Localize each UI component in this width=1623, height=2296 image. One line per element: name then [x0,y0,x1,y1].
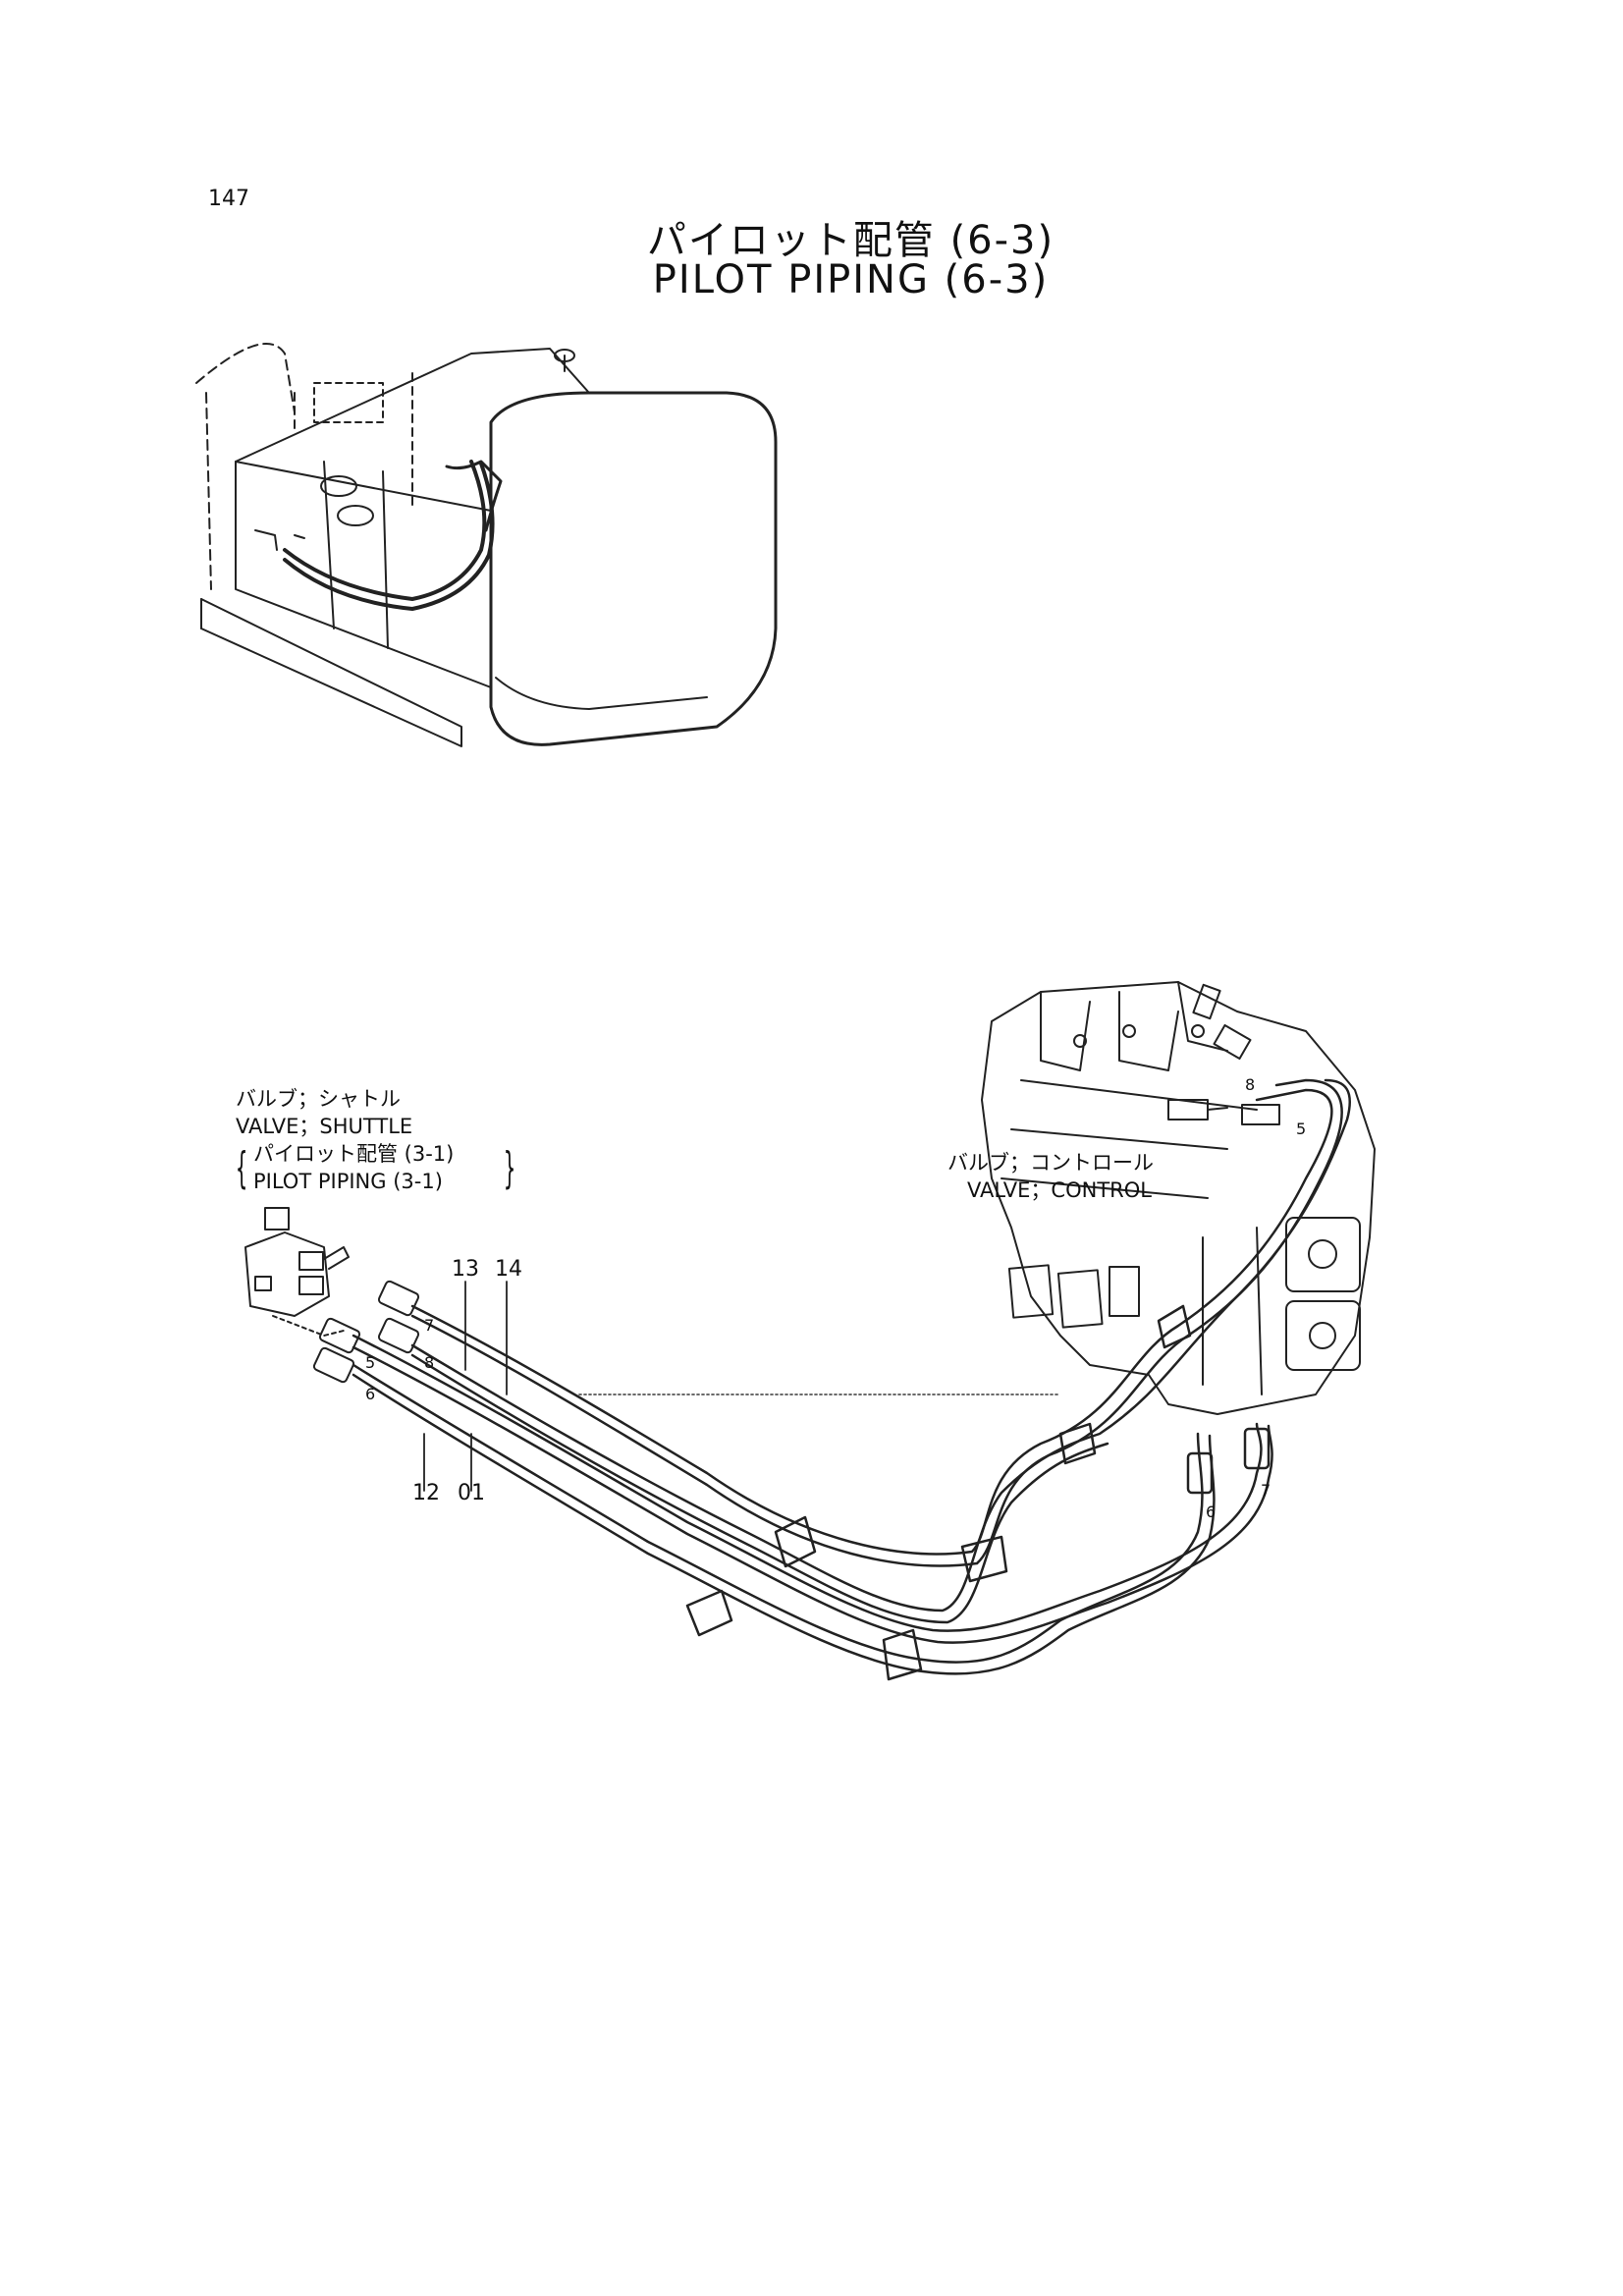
shuttle-valve-drawing [244,1207,350,1337]
port-number-left-7: 7 [424,1316,435,1335]
part-number-01: 01 [458,1481,485,1505]
page-title-jp: パイロット配管 (6-3) [646,218,1055,263]
part-number-13: 13 [452,1257,479,1282]
machine-overview-drawing [195,343,778,747]
port-number-left-8: 8 [424,1353,435,1372]
part-number-14: 14 [495,1257,522,1282]
control-valve-label-jp: バルブ；コントロール [947,1151,1154,1175]
hose-clamps [685,1304,1192,1681]
port-number-right-7: 7 [1261,1481,1271,1500]
reference-bracket-right: } [503,1143,516,1193]
shuttle-hose-fittings [312,1280,420,1384]
page-number: 147 [208,187,249,211]
reference-bracket-left: { [235,1143,248,1193]
port-number-left-6: 6 [365,1385,376,1403]
control-valve-label-en: VALVE；CONTROL [967,1178,1152,1202]
port-number-right-5: 5 [1296,1120,1307,1138]
shuttle-valve-label-en: VALVE；SHUTTLE [236,1115,413,1138]
page-title-en: PILOT PIPING (6-3) [652,257,1050,302]
part-number-12: 12 [412,1481,440,1505]
pilot-hoses [352,1078,1352,1675]
control-valve-drawing [981,981,1376,1415]
shuttle-valve-label-jp: バルブ；シャトル [236,1087,401,1111]
port-number-right-8: 8 [1245,1075,1256,1094]
reference-piping-label-en[interactable]: PILOT PIPING (3-1) [253,1170,443,1193]
port-number-left-5: 5 [365,1353,376,1372]
port-number-right-6: 6 [1206,1503,1217,1521]
reference-piping-label-jp[interactable]: パイロット配管 (3-1) [253,1142,455,1166]
leader-lines [423,1281,1061,1492]
